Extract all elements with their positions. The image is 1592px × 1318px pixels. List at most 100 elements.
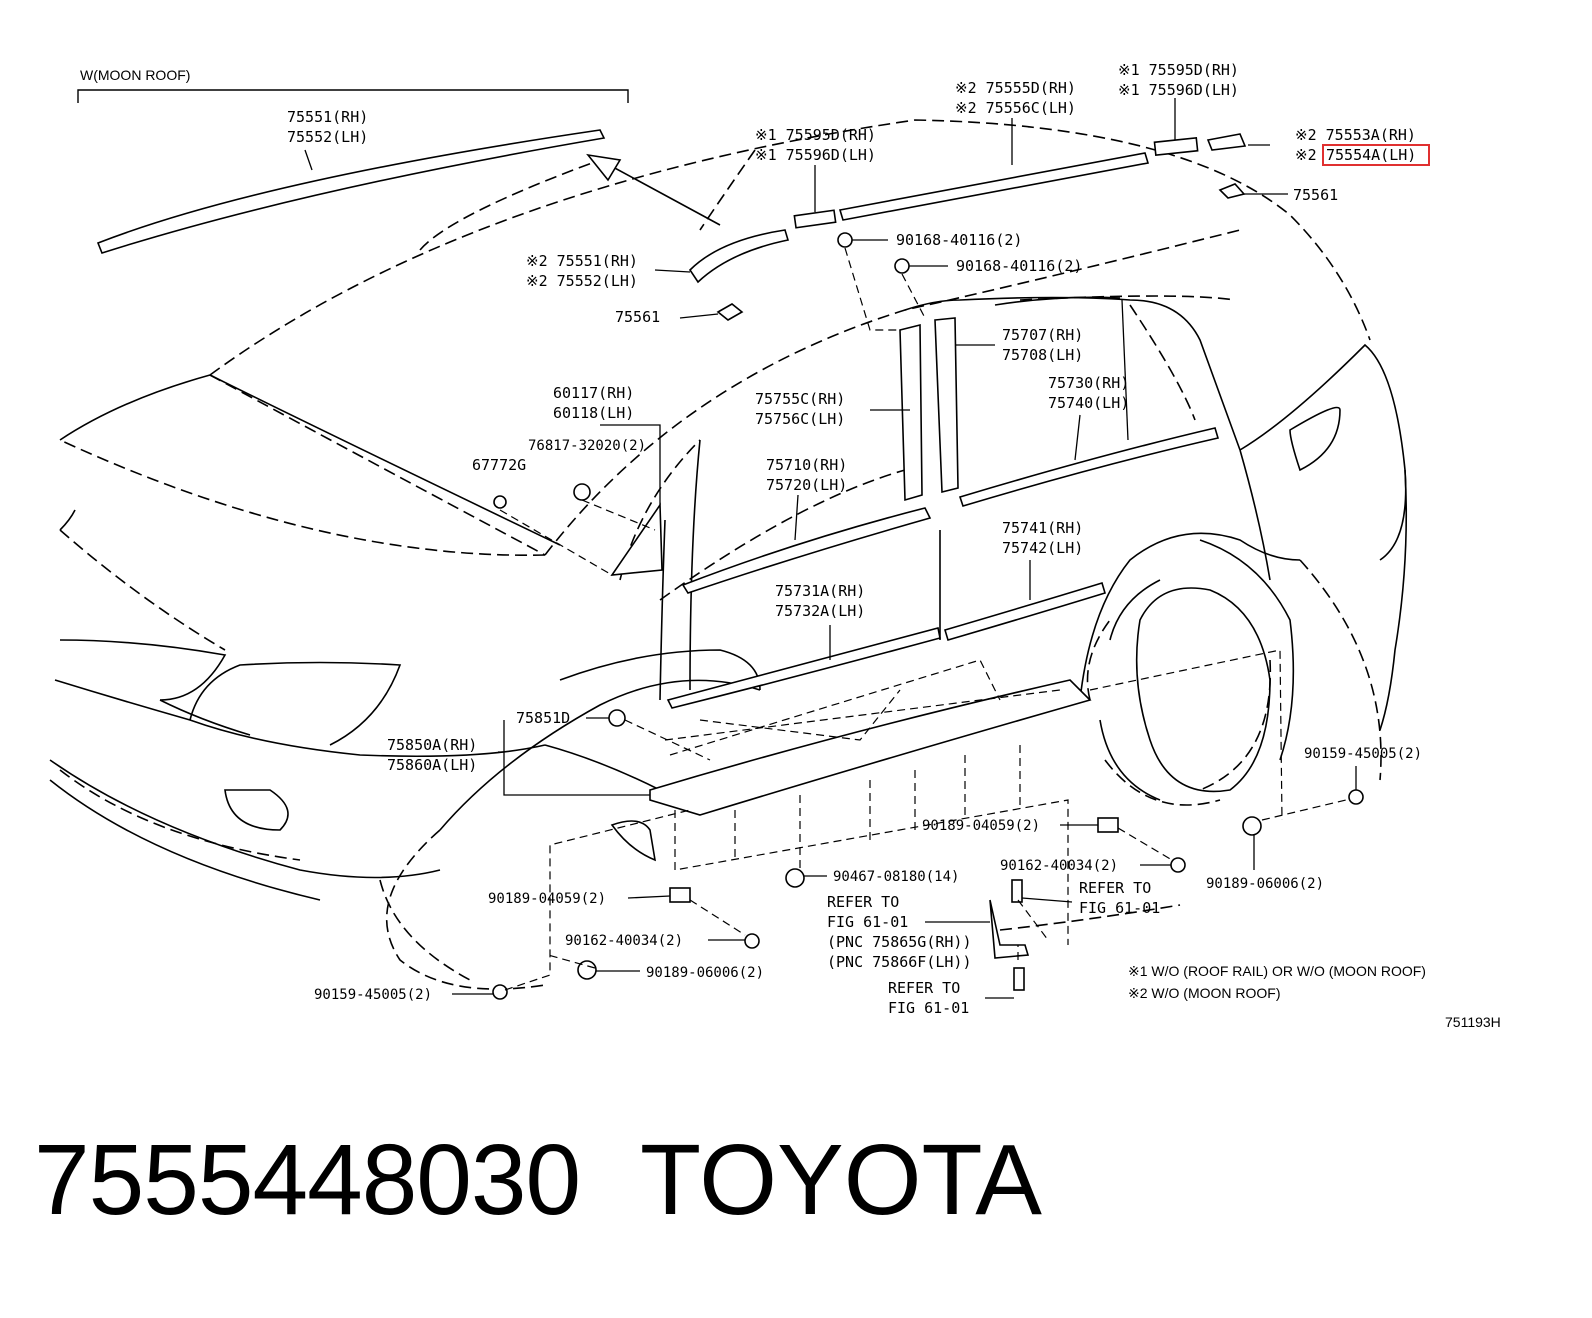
label-refer-1c: (PNC 75865G(RH)) (827, 933, 972, 951)
part-number: 7555448030 (34, 1124, 581, 1236)
label-nut-left: 90189-04059(2) (488, 891, 606, 907)
rail-cap-top (1153, 136, 1199, 157)
nut-right (1097, 817, 1119, 833)
install-lines (499, 247, 1347, 991)
label-garnish-rh: 60117(RH) (553, 384, 634, 402)
screw-mid-right (1170, 857, 1186, 873)
label-cap-top-lh: ※1 75596D(LH) (1118, 81, 1239, 99)
clip-75561-left (716, 303, 744, 321)
clip-67772g (493, 495, 507, 509)
label-end-cap-rh: ※2 75553A(RH) (1295, 126, 1416, 144)
note-1: ※1 W/O (ROOF RAIL) OR W/O (MOON ROOF) (1128, 963, 1426, 979)
bolt-a (1011, 879, 1023, 903)
label-cap-mid-lh: ※1 75596D(LH) (755, 146, 876, 164)
roof-rail (838, 152, 1150, 221)
end-cap (1206, 133, 1247, 151)
note-2: ※2 W/O (MOON ROOF) (1128, 985, 1281, 1001)
pillar-front (899, 323, 923, 502)
door-molding-front (666, 627, 941, 709)
label-belt-front-lh: 75720(LH) (766, 476, 847, 494)
clip-90467 (785, 868, 805, 888)
label-refer-1a: REFER TO (827, 893, 899, 911)
label-refer-3b: FIG 61-01 (888, 999, 969, 1017)
callouts: 75551(RH) 75552(LH) ※2 75551(RH) ※2 7555… (287, 61, 1501, 1030)
roof-molding-front (688, 229, 790, 284)
garnish (610, 502, 663, 576)
arrow (599, 159, 721, 226)
label-door-front-lh: 75732A(LH) (775, 602, 865, 620)
clip-right (1242, 816, 1262, 836)
nut-1 (837, 232, 853, 248)
bolt-b (1013, 967, 1025, 991)
bracket-75865g (989, 899, 1030, 959)
label-door-front-rh: 75731A(RH) (775, 582, 865, 600)
nut-left (669, 887, 691, 903)
label-clip-76817: 76817-32020(2) (528, 438, 646, 454)
rail-cap-mid (793, 209, 837, 229)
rocker-panel (649, 679, 1092, 816)
label-pillar-front-lh: 75756C(LH) (755, 410, 845, 428)
label-end-cap-lh-prefix: ※2 (1295, 146, 1317, 164)
label-screw-mid-left: 90162-40034(2) (565, 933, 683, 949)
nut-2 (894, 258, 910, 274)
label-clip-67772g: 67772G (472, 456, 526, 474)
moon-roof-bracket (77, 89, 629, 103)
roof-molding-upper (96, 129, 606, 254)
label-clip-right: 90189-06006(2) (1206, 876, 1324, 892)
brand-name: TOYOTA (640, 1124, 1042, 1236)
vehicle-body (49, 296, 1408, 901)
label-nut-2: 90168-40116(2) (956, 257, 1082, 275)
label-refer-1b: FIG 61-01 (827, 913, 908, 931)
label-garnish-lh: 60118(LH) (553, 404, 634, 422)
label-belt-front-rh: 75710(RH) (766, 456, 847, 474)
leaders (304, 98, 1357, 999)
label-pillar-rear-rh: 75707(RH) (1002, 326, 1083, 344)
label-refer-2a: REFER TO (1079, 879, 1151, 897)
label-screw-left: 90159-45005(2) (314, 987, 432, 1003)
label-sill-rh: 75850A(RH) (387, 736, 477, 754)
belt-front (681, 507, 932, 594)
arrow-head (586, 153, 622, 182)
label-clip-left: 90189-06006(2) (646, 965, 764, 981)
label-belt-rear-lh: 75740(LH) (1048, 394, 1129, 412)
label-sill-lh: 75860A(LH) (387, 756, 477, 774)
label-clip-75561-right: 75561 (1293, 186, 1338, 204)
label-roof-mid-rh: ※2 75551(RH) (526, 252, 638, 270)
label-refer-3a: REFER TO (888, 979, 960, 997)
clip-76817 (573, 483, 591, 501)
screw-right (1348, 789, 1364, 805)
screw-mid-left (744, 933, 760, 949)
label-rail-rh: ※2 75555D(RH) (955, 79, 1076, 97)
belt-rear (958, 427, 1220, 507)
vehicle-outline (59, 119, 1382, 990)
label-roof-top-rh: 75551(RH) (287, 108, 368, 126)
bracket-title: W(MOON ROOF) (80, 67, 190, 83)
label-door-rear-lh: 75742(LH) (1002, 539, 1083, 557)
rocker-end (610, 820, 657, 862)
screw-left (492, 984, 508, 1000)
label-cap-top-rh: ※1 75595D(RH) (1118, 61, 1239, 79)
label-screw-right: 90159-45005(2) (1304, 746, 1422, 762)
label-pillar-front-rh: 75755C(RH) (755, 390, 845, 408)
label-sill-clip: 75851D (516, 709, 570, 727)
label-refer-2b: FIG 61-01 (1079, 899, 1160, 917)
label-clip-75561-left: 75561 (615, 308, 660, 326)
label-cap-mid-rh: ※1 75595D(RH) (755, 126, 876, 144)
label-door-rear-rh: 75741(RH) (1002, 519, 1083, 537)
label-rail-lh: ※2 75556C(LH) (955, 99, 1076, 117)
highlight-box (1322, 144, 1430, 166)
label-nut-right: 90189-04059(2) (922, 818, 1040, 834)
label-roof-top-lh: 75552(LH) (287, 128, 368, 146)
door-molding-rear (944, 581, 1106, 641)
clip-left (577, 960, 597, 980)
label-clip-90467: 90467-08180(14) (833, 869, 959, 885)
label-refer-1d: (PNC 75866F(LH)) (827, 953, 972, 971)
label-screw-mid-right: 90162-40034(2) (1000, 858, 1118, 874)
figure-id: 751193H (1445, 1014, 1501, 1030)
label-pillar-rear-lh: 75708(LH) (1002, 346, 1083, 364)
clip-75851d (608, 709, 626, 727)
label-nut-1: 90168-40116(2) (896, 231, 1022, 249)
label-roof-mid-lh: ※2 75552(LH) (526, 272, 638, 290)
label-end-cap-lh-highlighted: 75554A(LH) (1326, 146, 1416, 164)
